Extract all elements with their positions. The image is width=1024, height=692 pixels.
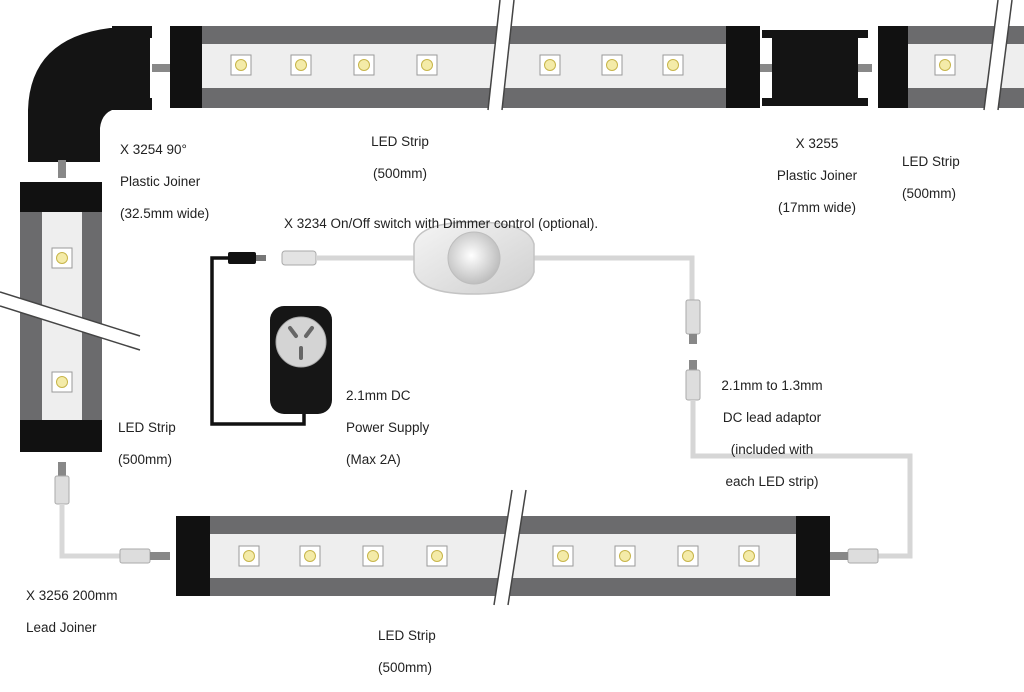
led-strip-top (170, 0, 760, 111)
led-strip-wiring-diagram (0, 0, 1024, 606)
power-cable-run (210, 250, 913, 564)
label-power-supply: 2.1mm DC Power Supply (Max 2A) (346, 388, 430, 467)
label-lead-joiner: X 3256 200mm Lead Joiner (26, 588, 118, 635)
label-strip-top: LED Strip (500mm) (371, 134, 429, 181)
label-dc-adaptor: 2.1mm to 1.3mm DC lead adaptor (included… (721, 378, 823, 489)
plastic-joiner-90 (28, 26, 172, 178)
led-strip-bottom (176, 489, 830, 606)
label-dimmer-switch: X 3234 On/Off switch with Dimmer control… (284, 216, 599, 231)
plastic-joiner-17mm (760, 30, 872, 106)
led-strip-top-right (878, 0, 1024, 111)
label-joiner-90: X 3254 90° Plastic Joiner (32.5mm wide) (120, 142, 210, 221)
label-strip-bottom: LED Strip (500mm) (378, 628, 436, 675)
label-joiner-17mm: X 3255 Plastic Joiner (17mm wide) (776, 136, 858, 215)
label-strip-top-right: LED Strip (500mm) (902, 154, 960, 201)
label-strip-left: LED Strip (500mm) (118, 420, 176, 467)
power-supply-adapter (270, 306, 332, 414)
dimmer-switch (413, 221, 535, 295)
led-strip-left-vertical (0, 182, 141, 452)
lead-joiner-cable (54, 462, 170, 564)
